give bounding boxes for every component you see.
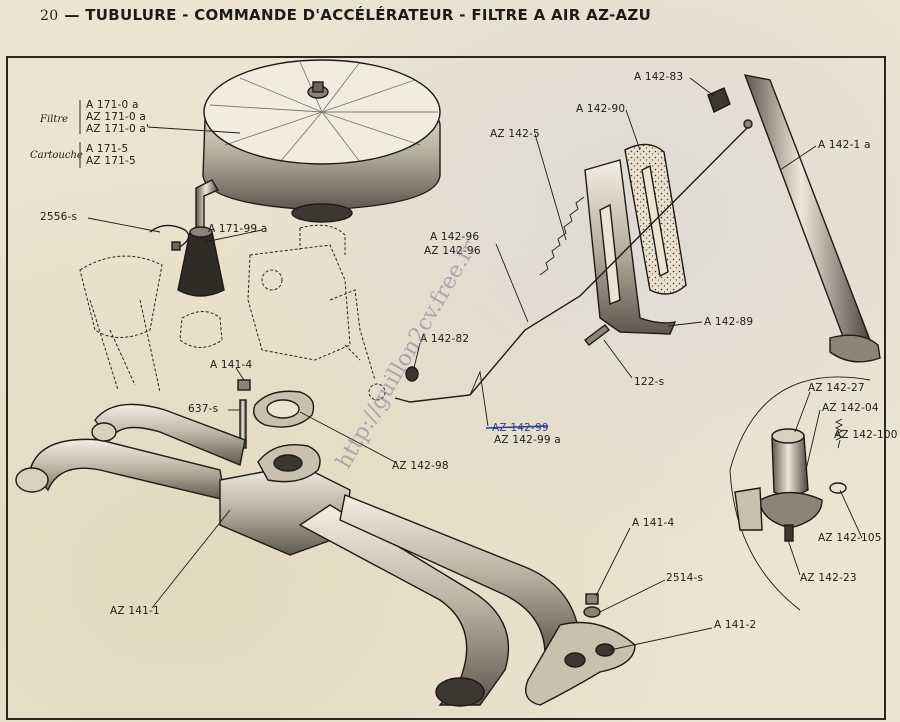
watermark-text: http://guillon2cv.free.fr [332, 236, 483, 473]
diagram-frame [6, 56, 886, 720]
label-637s: 637-s [188, 403, 218, 415]
accelerator-rod-az142-99a [394, 119, 753, 403]
pedal-stop-a142-83 [707, 87, 731, 113]
label-2514s: 2514-s [666, 572, 703, 584]
screw-122s [584, 324, 610, 346]
label-122s: 122-s [634, 376, 664, 388]
rubber-sleeve [177, 226, 225, 297]
label-a142-89: A 142-89 [704, 316, 753, 328]
page-header: 20 — TUBULURE - COMMANDE D'ACCÉLÉRATEUR … [40, 6, 651, 30]
label-az142-5: AZ 142-5 [490, 128, 540, 140]
filtre-label: Filtre [39, 114, 68, 125]
cartouche-ref-1: A 171-5 [86, 143, 128, 155]
label-az142-99-struck: AZ 142-99 [492, 422, 549, 434]
flange-gasket [253, 390, 315, 428]
label-az142-96: AZ 142-96 [424, 245, 481, 257]
air-filter-housing [195, 59, 441, 233]
filter-part-legend: Filtre A 171-0 a AZ 171-0 a AZ 171-0 a' … [30, 99, 241, 168]
label-a141-2: A 141-2 [714, 619, 756, 631]
label-2556s: 2556-s [40, 211, 77, 223]
exhaust-flange-a141-2 [525, 621, 636, 706]
cartouche-label: Cartouche [30, 150, 83, 161]
label-az142-23: AZ 142-23 [800, 572, 857, 584]
filtre-ref-3: AZ 171-0 a' [86, 123, 149, 135]
label-a141-4-bottom: A 141-4 [632, 517, 675, 529]
clip-a142-82 [405, 366, 419, 382]
pedal-arm-a142-1a [743, 74, 881, 363]
label-az142-27: AZ 142-27 [808, 382, 865, 394]
pedal-bracket-a142-89 [584, 159, 677, 335]
part-labels: 2556-s A 171-99 a A 141-4 637-s AZ 142-9… [40, 71, 898, 631]
intake-manifold [15, 403, 581, 707]
label-a171-99a: A 171-99 a [208, 223, 267, 235]
carburettor-dashed [79, 224, 386, 401]
label-a142-82: A 142-82 [420, 333, 469, 345]
nut-a141-4-top [237, 379, 251, 391]
filtre-ref-1: A 171-0 a [86, 99, 139, 111]
detail-inset-circle [729, 376, 871, 611]
label-a142-83: A 142-83 [634, 71, 683, 83]
label-az142-04: AZ 142-04 [822, 402, 879, 414]
label-a142-90: A 142-90 [576, 103, 625, 115]
label-az142-105: AZ 142-105 [818, 532, 882, 544]
leader-lines [87, 77, 863, 651]
label-a142-1a: A 142-1 a [818, 139, 871, 151]
filtre-ref-2: AZ 171-0 a [86, 111, 146, 123]
page-title: — TUBULURE - COMMANDE D'ACCÉLÉRATEUR - F… [64, 6, 652, 24]
label-a142-96: A 142-96 [430, 231, 479, 243]
label-az142-100: AZ 142-100 [834, 429, 898, 441]
label-az142-99a: AZ 142-99 a [494, 434, 561, 446]
page-number: 20 [40, 8, 59, 24]
label-a141-4-top: A 141-4 [210, 359, 253, 371]
hose-clamp [149, 224, 190, 251]
cartouche-ref-2: AZ 171-5 [86, 155, 136, 167]
return-spring-az142-5 [539, 196, 585, 276]
label-az141-1: AZ 141-1 [110, 605, 160, 617]
label-az142-98: AZ 142-98 [392, 460, 449, 472]
washer-2514s [583, 593, 601, 618]
